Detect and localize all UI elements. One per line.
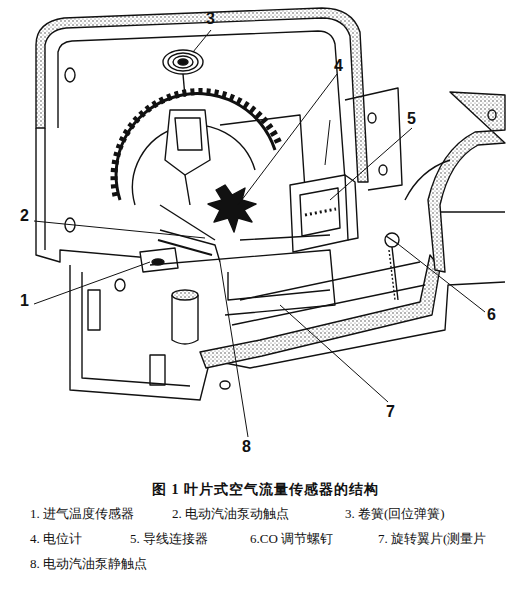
callout-number: 4 — [334, 57, 343, 75]
callout-number: 1 — [20, 292, 29, 310]
legend-item: 2. 电动汽油泵动触点 — [172, 507, 289, 521]
legend-item: 8. 电动汽油泵静触点 — [30, 557, 147, 571]
legend-item: 6.CO 调节螺钉 — [250, 532, 333, 546]
callout-number: 8 — [242, 438, 251, 456]
callout-number: 2 — [20, 207, 29, 225]
callout-number: 6 — [487, 306, 496, 324]
legend-item: 1. 进气温度传感器 — [30, 507, 134, 521]
legend-item: 7. 旋转翼片(测量片 — [378, 532, 486, 546]
legend-item: 3. 卷簧(回位弹簧) — [345, 507, 445, 521]
callout-number: 5 — [407, 110, 416, 128]
callout-number: 3 — [206, 10, 215, 28]
legend-item: 4. 电位计 — [30, 532, 82, 546]
callout-number: 7 — [386, 403, 395, 421]
legend-item: 5. 导线连接器 — [130, 532, 208, 546]
figure-title: 图 1 叶片式空气流量传感器的结构 — [152, 482, 379, 497]
